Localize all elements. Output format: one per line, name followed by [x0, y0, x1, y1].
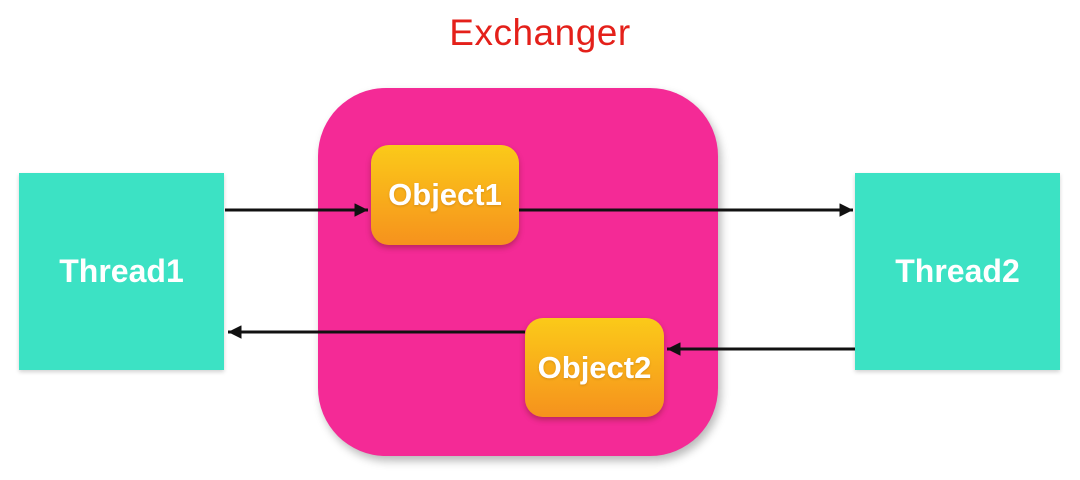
object1-label: Object1: [388, 177, 502, 212]
thread2-label: Thread2: [895, 253, 1020, 289]
object2-node: Object2: [525, 318, 664, 417]
thread2-node: Thread2: [855, 173, 1060, 370]
diagram-title: Exchanger: [449, 12, 631, 53]
thread1-label: Thread1: [59, 253, 184, 289]
thread1-node: Thread1: [19, 173, 224, 370]
object1-node: Object1: [371, 145, 519, 245]
object2-label: Object2: [537, 349, 652, 385]
